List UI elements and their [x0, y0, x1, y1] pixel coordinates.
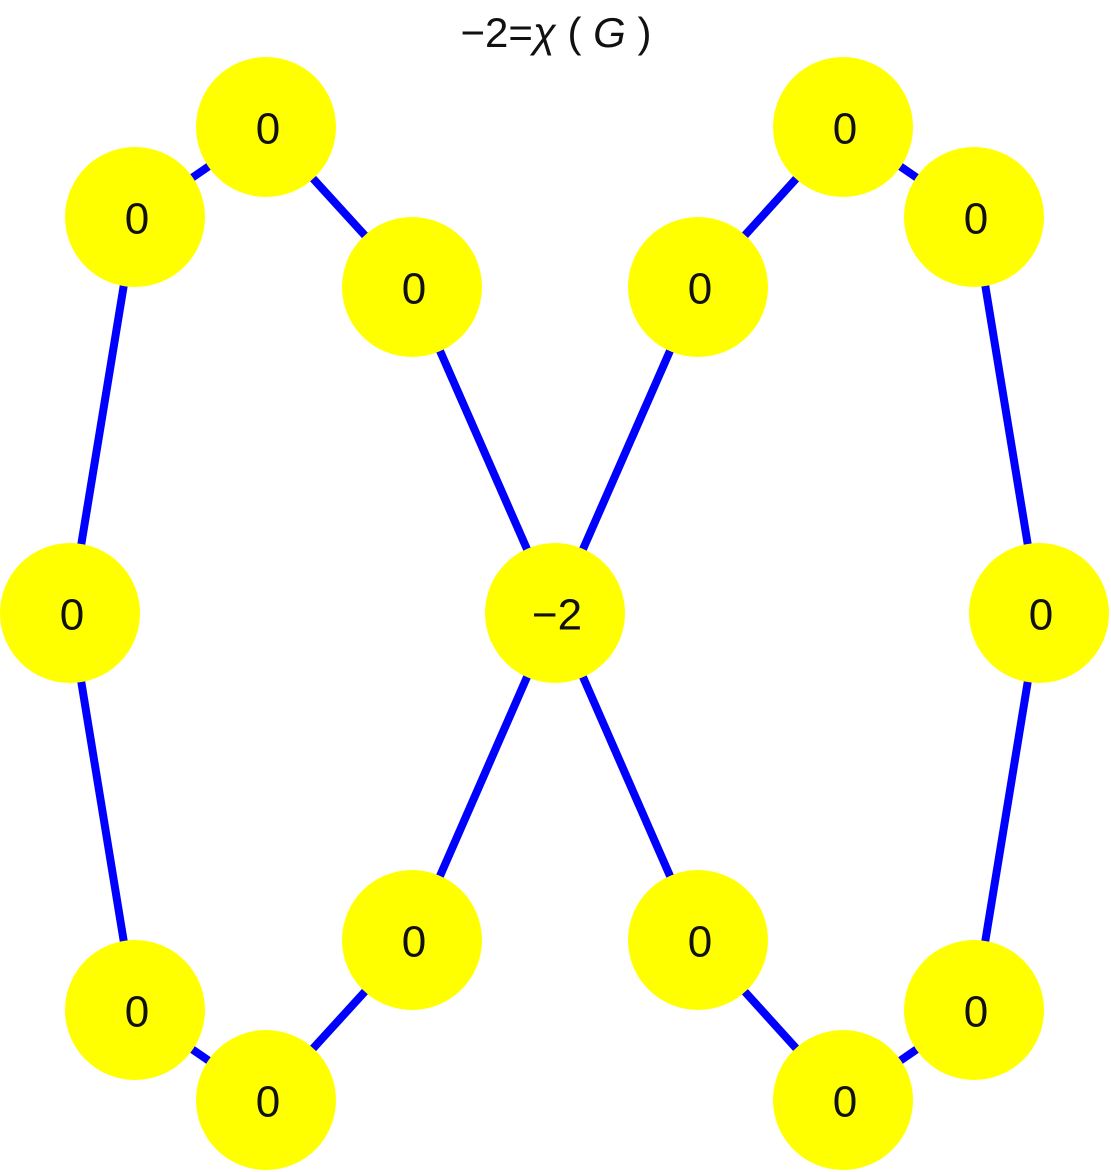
node-label: 0 [964, 988, 988, 1037]
node-label: 0 [688, 918, 712, 967]
node-label: 0 [1029, 591, 1053, 640]
node-circle [0, 543, 140, 683]
node-label: 0 [402, 918, 426, 967]
graph-node: 0 [628, 217, 768, 357]
graph-node: 0 [342, 870, 482, 1010]
graph-node: 0 [342, 217, 482, 357]
graph-node: 0 [904, 147, 1044, 287]
node-label: 0 [256, 105, 280, 154]
node-circle [342, 217, 482, 357]
node-circle [628, 870, 768, 1010]
node-label: 0 [833, 105, 857, 154]
node-label: 0 [125, 195, 149, 244]
node-circle [485, 543, 625, 683]
graph-node: 0 [628, 870, 768, 1010]
node-circle [196, 57, 336, 197]
node-circle [969, 543, 1109, 683]
node-circle [65, 147, 205, 287]
graph-node: 0 [65, 147, 205, 287]
graph-node: 0 [196, 1030, 336, 1170]
graph-node: 0 [773, 57, 913, 197]
graph-title: −2=χ ( G ) [460, 9, 651, 56]
node-circle [628, 217, 768, 357]
node-circle [65, 940, 205, 1080]
node-circle [773, 1030, 913, 1170]
node-label: 0 [256, 1078, 280, 1127]
node-label: 0 [60, 591, 84, 640]
node-label: 0 [402, 265, 426, 314]
node-label: 0 [125, 988, 149, 1037]
node-circle [904, 940, 1044, 1080]
graph-node: 0 [0, 543, 140, 683]
node-label: 0 [964, 195, 988, 244]
graph-node: 0 [196, 57, 336, 197]
graph-node-center: −2 [485, 543, 625, 683]
nodes: 0 0 0 0 0 0 0 −2 0 0 0 0 0 0 0 [0, 57, 1109, 1170]
node-circle [904, 147, 1044, 287]
graph-node: 0 [969, 543, 1109, 683]
node-label: −2 [532, 591, 582, 640]
node-label: 0 [688, 265, 712, 314]
node-circle [773, 57, 913, 197]
graph-node: 0 [65, 940, 205, 1080]
node-label: 0 [833, 1078, 857, 1127]
graph-node: 0 [773, 1030, 913, 1170]
graph-node: 0 [904, 940, 1044, 1080]
node-circle [342, 870, 482, 1010]
node-circle [196, 1030, 336, 1170]
